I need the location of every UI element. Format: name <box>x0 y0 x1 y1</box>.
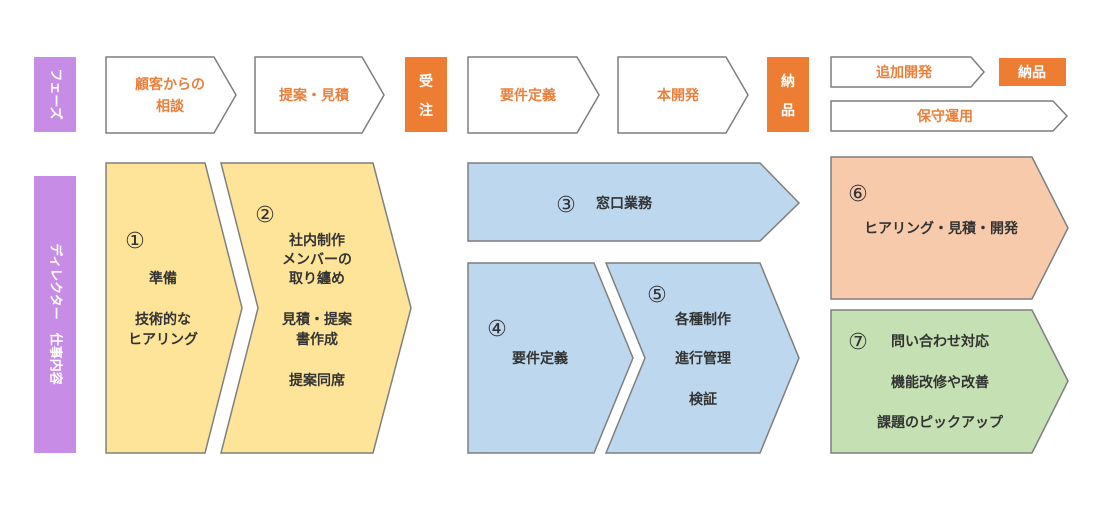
phase-development: 本開発 <box>617 56 749 134</box>
task-7-title: 問い合わせ対応 <box>891 333 989 350</box>
task-5-line3: 検証 <box>689 391 717 408</box>
phase-additional-delivery: 納品 <box>999 58 1066 86</box>
task-2-line5: 見積・提案 <box>281 311 353 328</box>
task-1-line3: 技術的な <box>135 311 191 328</box>
task-3-window: ③ 窓口業務 <box>467 162 801 242</box>
task-2-line8: 提案同席 <box>289 372 345 389</box>
phase-requirements-text: 要件定義 <box>500 87 556 104</box>
task-2-coordination: ② 社内制作 メンバーの 取り纏め 見積・提案 書作成 提案同席 <box>220 162 412 454</box>
task-1-number: ① <box>125 229 145 254</box>
task-6-number: ⑥ <box>848 182 868 207</box>
phase-additional-dev-text: 追加開発 <box>876 64 933 81</box>
phase-additional-dev: 追加開発 <box>830 56 985 88</box>
task-5-line1: 各種制作 <box>674 311 731 328</box>
phase-estimate-text: 提案・見積 <box>279 87 350 104</box>
task-2-line1: 社内制作 <box>288 232 345 249</box>
task-6-title: ヒアリング・見積・開発 <box>864 220 1019 237</box>
task-6-hearing: ⑥ ヒアリング・見積・開発 <box>830 156 1069 300</box>
task-3-title: 窓口業務 <box>596 195 653 212</box>
task-2-line6: 書作成 <box>296 331 338 348</box>
phase-order-line1: 受 <box>419 73 433 90</box>
phase-estimate: 提案・見積 <box>254 56 385 134</box>
task-5-management: ⑤ 各種制作 進行管理 検証 <box>604 262 800 454</box>
phase-requirements: 要件定義 <box>467 56 600 134</box>
task-2-number: ② <box>255 203 275 228</box>
phase-development-text: 本開発 <box>657 87 700 104</box>
phase-row-label: フェーズ <box>34 57 76 132</box>
task-5-line2: 進行管理 <box>675 350 731 367</box>
phase-maintenance: 保守運用 <box>830 100 1069 132</box>
task-4-number: ④ <box>487 317 507 342</box>
work-label-text: ディレクター 仕事内容 <box>48 243 64 385</box>
phase-delivery: 納 品 <box>767 57 809 132</box>
task-7-number: ⑦ <box>848 330 868 355</box>
work-row-label: ディレクター 仕事内容 <box>34 176 76 453</box>
phase-consult-line1: 顧客からの <box>135 76 205 93</box>
task-1-line4: ヒアリング <box>128 331 198 348</box>
task-3-number: ③ <box>556 193 576 218</box>
task-7-line1: 機能改修や改善 <box>891 374 989 391</box>
phase-delivery-line2: 品 <box>781 103 795 119</box>
phase-label-text: フェーズ <box>48 68 64 119</box>
task-4-title: 要件定義 <box>512 350 568 367</box>
phase-delivery-line1: 納 <box>781 73 795 90</box>
phase-maintenance-text: 保守運用 <box>916 108 973 125</box>
phase-consult-line2: 相談 <box>156 98 185 115</box>
task-5-number: ⑤ <box>647 283 667 308</box>
phase-order-line2: 注 <box>419 102 433 119</box>
task-2-line3: 取り纏め <box>289 270 345 287</box>
task-4-requirements: ④ 要件定義 <box>467 262 634 454</box>
task-7-line2: 課題のピックアップ <box>877 414 1004 431</box>
task-1-prep: ① 準備 技術的な ヒアリング <box>105 162 243 454</box>
phase-additional-delivery-text: 納品 <box>1018 64 1046 81</box>
task-1-line1: 準備 <box>149 270 177 287</box>
phase-consult: 顧客からの 相談 <box>105 56 237 134</box>
task-2-line2: メンバーの <box>282 252 352 268</box>
task-7-support: ⑦ 問い合わせ対応 機能改修や改善 課題のピックアップ <box>830 309 1069 454</box>
phase-order: 受 注 <box>405 57 447 132</box>
